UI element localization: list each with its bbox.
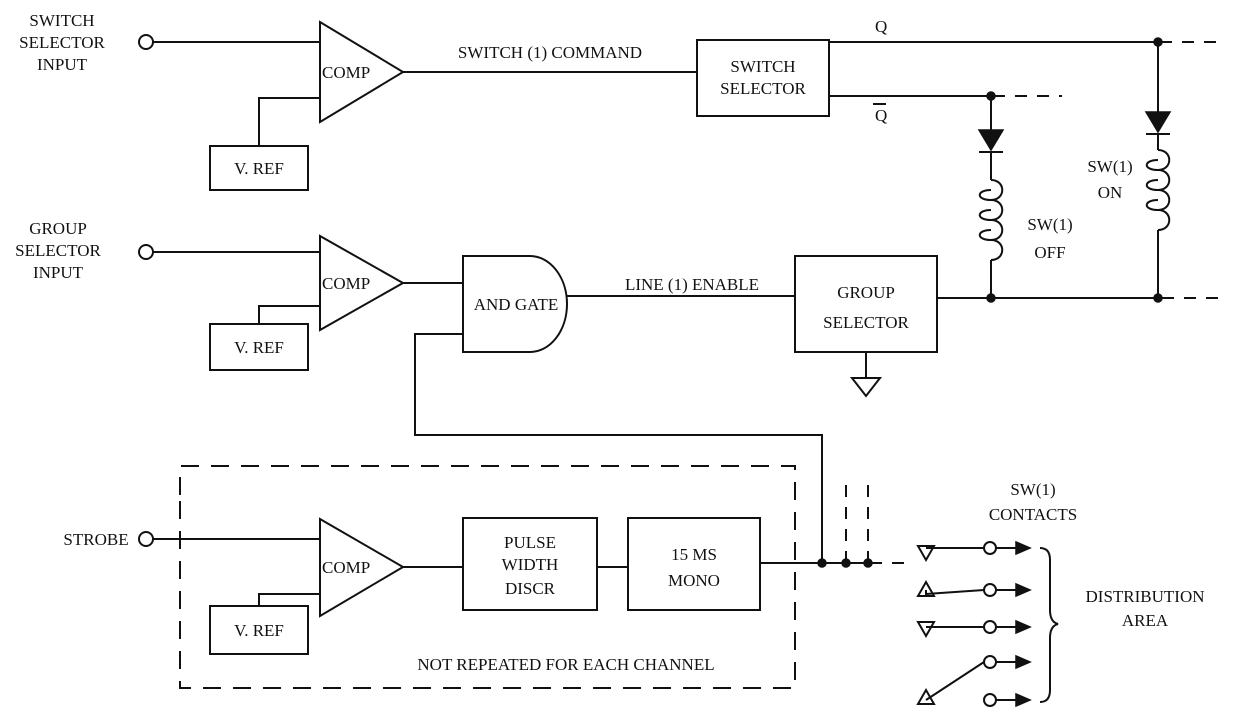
wire [258, 593, 320, 606]
q-bar-label: Q [875, 106, 887, 125]
group-selector-block [794, 255, 938, 353]
pulse-label-1: PULSE [504, 533, 556, 552]
pulse-label-3: DISCR [505, 579, 556, 598]
arrow-icon [1015, 654, 1032, 670]
group-input-terminal [138, 244, 154, 260]
svg-text:INPUT: INPUT [37, 55, 88, 74]
svg-text:SWITCH: SWITCH [29, 11, 94, 30]
comparator-2 [319, 234, 406, 332]
switch-selector-label-2: SELECTOR [720, 79, 806, 98]
vref-3-label: V. REF [234, 621, 284, 640]
and-gate-label: AND GATE [474, 295, 559, 314]
contact-terminal [983, 693, 997, 707]
sw-on-label: SW(1) ON [1087, 157, 1132, 202]
contact-ground-icon [916, 545, 936, 563]
contact-arm [925, 589, 985, 595]
svg-text:SW(1): SW(1) [1010, 480, 1055, 499]
not-repeated-boundary [179, 465, 796, 689]
group-selector-input-label: GROUP SELECTOR INPUT [15, 219, 101, 282]
mono-label-2: MONO [668, 571, 720, 590]
wire [258, 97, 320, 146]
svg-text:OFF: OFF [1034, 243, 1065, 262]
svg-text:ON: ON [1098, 183, 1123, 202]
svg-text:AREA: AREA [1122, 611, 1169, 630]
svg-text:SW(1): SW(1) [1087, 157, 1132, 176]
svg-text:INPUT: INPUT [33, 263, 84, 282]
switch-input-terminal [138, 34, 154, 50]
brace-icon [1039, 547, 1059, 703]
mono-block [627, 517, 761, 611]
vref-2-label: V. REF [234, 338, 284, 357]
comparator-2-label: COMP [322, 274, 370, 293]
comparator-3 [319, 517, 405, 618]
group-selector-label-2: SELECTOR [823, 313, 909, 332]
contact-terminal [983, 541, 997, 555]
switch-selector-label-1: SWITCH [730, 57, 795, 76]
contact-arm [925, 661, 985, 701]
diode-on [1144, 111, 1172, 134]
and-gate [462, 255, 568, 353]
strobe-label: STROBE [63, 530, 128, 549]
contact-terminal [983, 620, 997, 634]
switch-command-label: SWITCH (1) COMMAND [458, 43, 642, 62]
svg-text:SW(1): SW(1) [1027, 215, 1072, 234]
arrow-icon [1015, 582, 1032, 598]
sw-off-label: SW(1) OFF [1027, 215, 1072, 262]
arrow-icon [1015, 619, 1032, 635]
coil-on-icon [1145, 149, 1171, 231]
vref-1 [209, 145, 309, 191]
switch-selector-block [696, 39, 830, 117]
contact-terminal [983, 655, 997, 669]
svg-text:GROUP: GROUP [29, 219, 87, 238]
junction-dot [986, 293, 996, 303]
wire [258, 305, 320, 324]
strobe-terminal [138, 531, 154, 547]
junction-dot [817, 558, 827, 568]
comparator-1-label: COMP [322, 63, 370, 82]
pulse-label-2: WIDTH [502, 555, 559, 574]
line-enable-label: LINE (1) ENABLE [625, 275, 759, 294]
svg-text:DISTRIBUTION: DISTRIBUTION [1086, 587, 1205, 606]
arrow-icon [1015, 540, 1032, 556]
svg-text:SELECTOR: SELECTOR [19, 33, 105, 52]
contact-terminal [983, 583, 997, 597]
vref-3 [209, 605, 309, 655]
contact-ground-icon [916, 621, 936, 639]
distribution-area-label: DISTRIBUTION AREA [1086, 587, 1205, 630]
svg-text:CONTACTS: CONTACTS [989, 505, 1077, 524]
pulse-width-discr-block [462, 517, 598, 611]
vref-1-label: V. REF [234, 159, 284, 178]
switch-selector-input-label: SWITCH SELECTOR INPUT [19, 11, 105, 74]
diode-off [977, 129, 1005, 152]
svg-text:SELECTOR: SELECTOR [15, 241, 101, 260]
arrow-icon [1015, 692, 1032, 708]
not-repeated-label: NOT REPEATED FOR EACH CHANNEL [417, 655, 714, 674]
contacts-label: SW(1) CONTACTS [989, 480, 1077, 524]
comparator-3-label: COMP [322, 558, 370, 577]
comparator-1 [319, 20, 405, 124]
wire-strobe-to-and [414, 333, 823, 563]
q-label: Q [875, 17, 887, 36]
group-selector-label-1: GROUP [837, 283, 895, 302]
coil-off-icon [978, 179, 1004, 261]
ground-icon [849, 377, 883, 398]
junction-dot [1153, 293, 1163, 303]
mono-label-1: 15 MS [671, 545, 717, 564]
